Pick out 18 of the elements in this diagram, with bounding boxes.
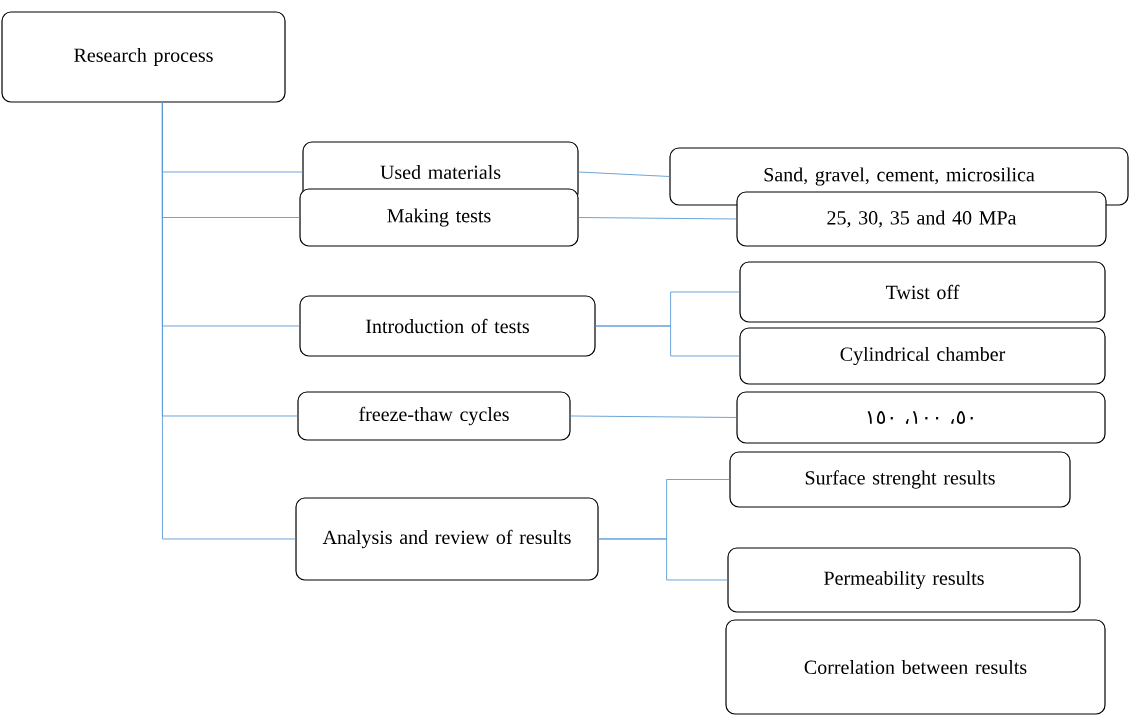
connector-line: [570, 415, 737, 418]
process-box: freeze-thaw cycles: [297, 391, 571, 441]
process-box: Twist off: [739, 261, 1106, 323]
connector-line: [595, 325, 740, 357]
process-box: Correlation between results: [725, 619, 1106, 715]
process-box: 25, 30, 35 and 40 MPa: [736, 191, 1107, 247]
process-box: Cylindrical chamber: [739, 327, 1106, 385]
process-box: Research process: [1, 11, 286, 103]
process-box: Analysis and review of results: [295, 497, 599, 581]
process-box: Surface strenght results: [729, 451, 1071, 508]
process-box: Introduction of tests: [299, 295, 596, 357]
connector-line: [578, 171, 670, 177]
process-box: Permeability results: [727, 547, 1081, 613]
process-box: ١٥٠ ،١٠٠ ،٥٠: [736, 391, 1106, 444]
connector-line: [598, 538, 728, 581]
connector-line: [161, 102, 296, 540]
process-box: Making tests: [299, 188, 579, 247]
connector-line: [578, 217, 737, 220]
